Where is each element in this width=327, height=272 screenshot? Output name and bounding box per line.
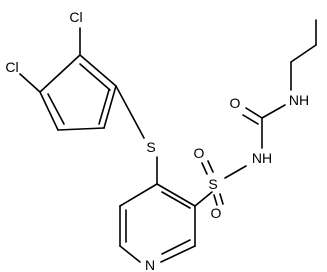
bond-carbonyl-nh (261, 104, 286, 119)
bond (47, 93, 65, 125)
bond (39, 91, 59, 131)
bond-s-o-top (207, 160, 214, 173)
bond-s-o-bottom (213, 194, 218, 206)
bond-aryl-s (115, 85, 145, 139)
bond (98, 89, 110, 125)
sulfur-atom-sulfonyl: S (208, 176, 217, 192)
bond-s-o-top (201, 162, 208, 175)
bond (119, 183, 158, 207)
oxygen-atom-carbonyl: O (230, 95, 241, 111)
bond (79, 63, 111, 91)
bond (161, 191, 191, 209)
bond-c-o-double (245, 107, 263, 119)
sulfur-atom-thioether: S (146, 139, 155, 155)
bond-c-cl-left (19, 73, 41, 93)
oxygen-atom-sulfonyl-bottom: O (211, 205, 222, 221)
chlorine-atom-left: Cl (5, 59, 18, 75)
pyridine-ring (119, 183, 196, 263)
bond (57, 127, 105, 131)
nitrogen-atom-pyridine: N (145, 257, 155, 272)
bond (160, 245, 196, 263)
bond (119, 245, 141, 263)
bond-s-nh (224, 165, 247, 179)
bond-s-o-bottom (219, 193, 224, 205)
bond (79, 54, 117, 87)
bond (161, 239, 191, 255)
dichlorophenyl-ring (39, 54, 117, 131)
oxygen-atom-sulfonyl-top: O (194, 145, 205, 161)
bond (103, 85, 117, 129)
nitrogen-atom-propyl: NH (289, 92, 309, 108)
nitrogen-atom-sulfonamide: NH (252, 150, 272, 166)
bond-c-o-double (242, 114, 259, 125)
chlorine-atom-top: Cl (69, 9, 82, 25)
bond (39, 54, 81, 93)
bond-propyl-c2 (290, 44, 317, 63)
bond (156, 183, 196, 207)
bond-pyridine-so2 (194, 191, 213, 207)
